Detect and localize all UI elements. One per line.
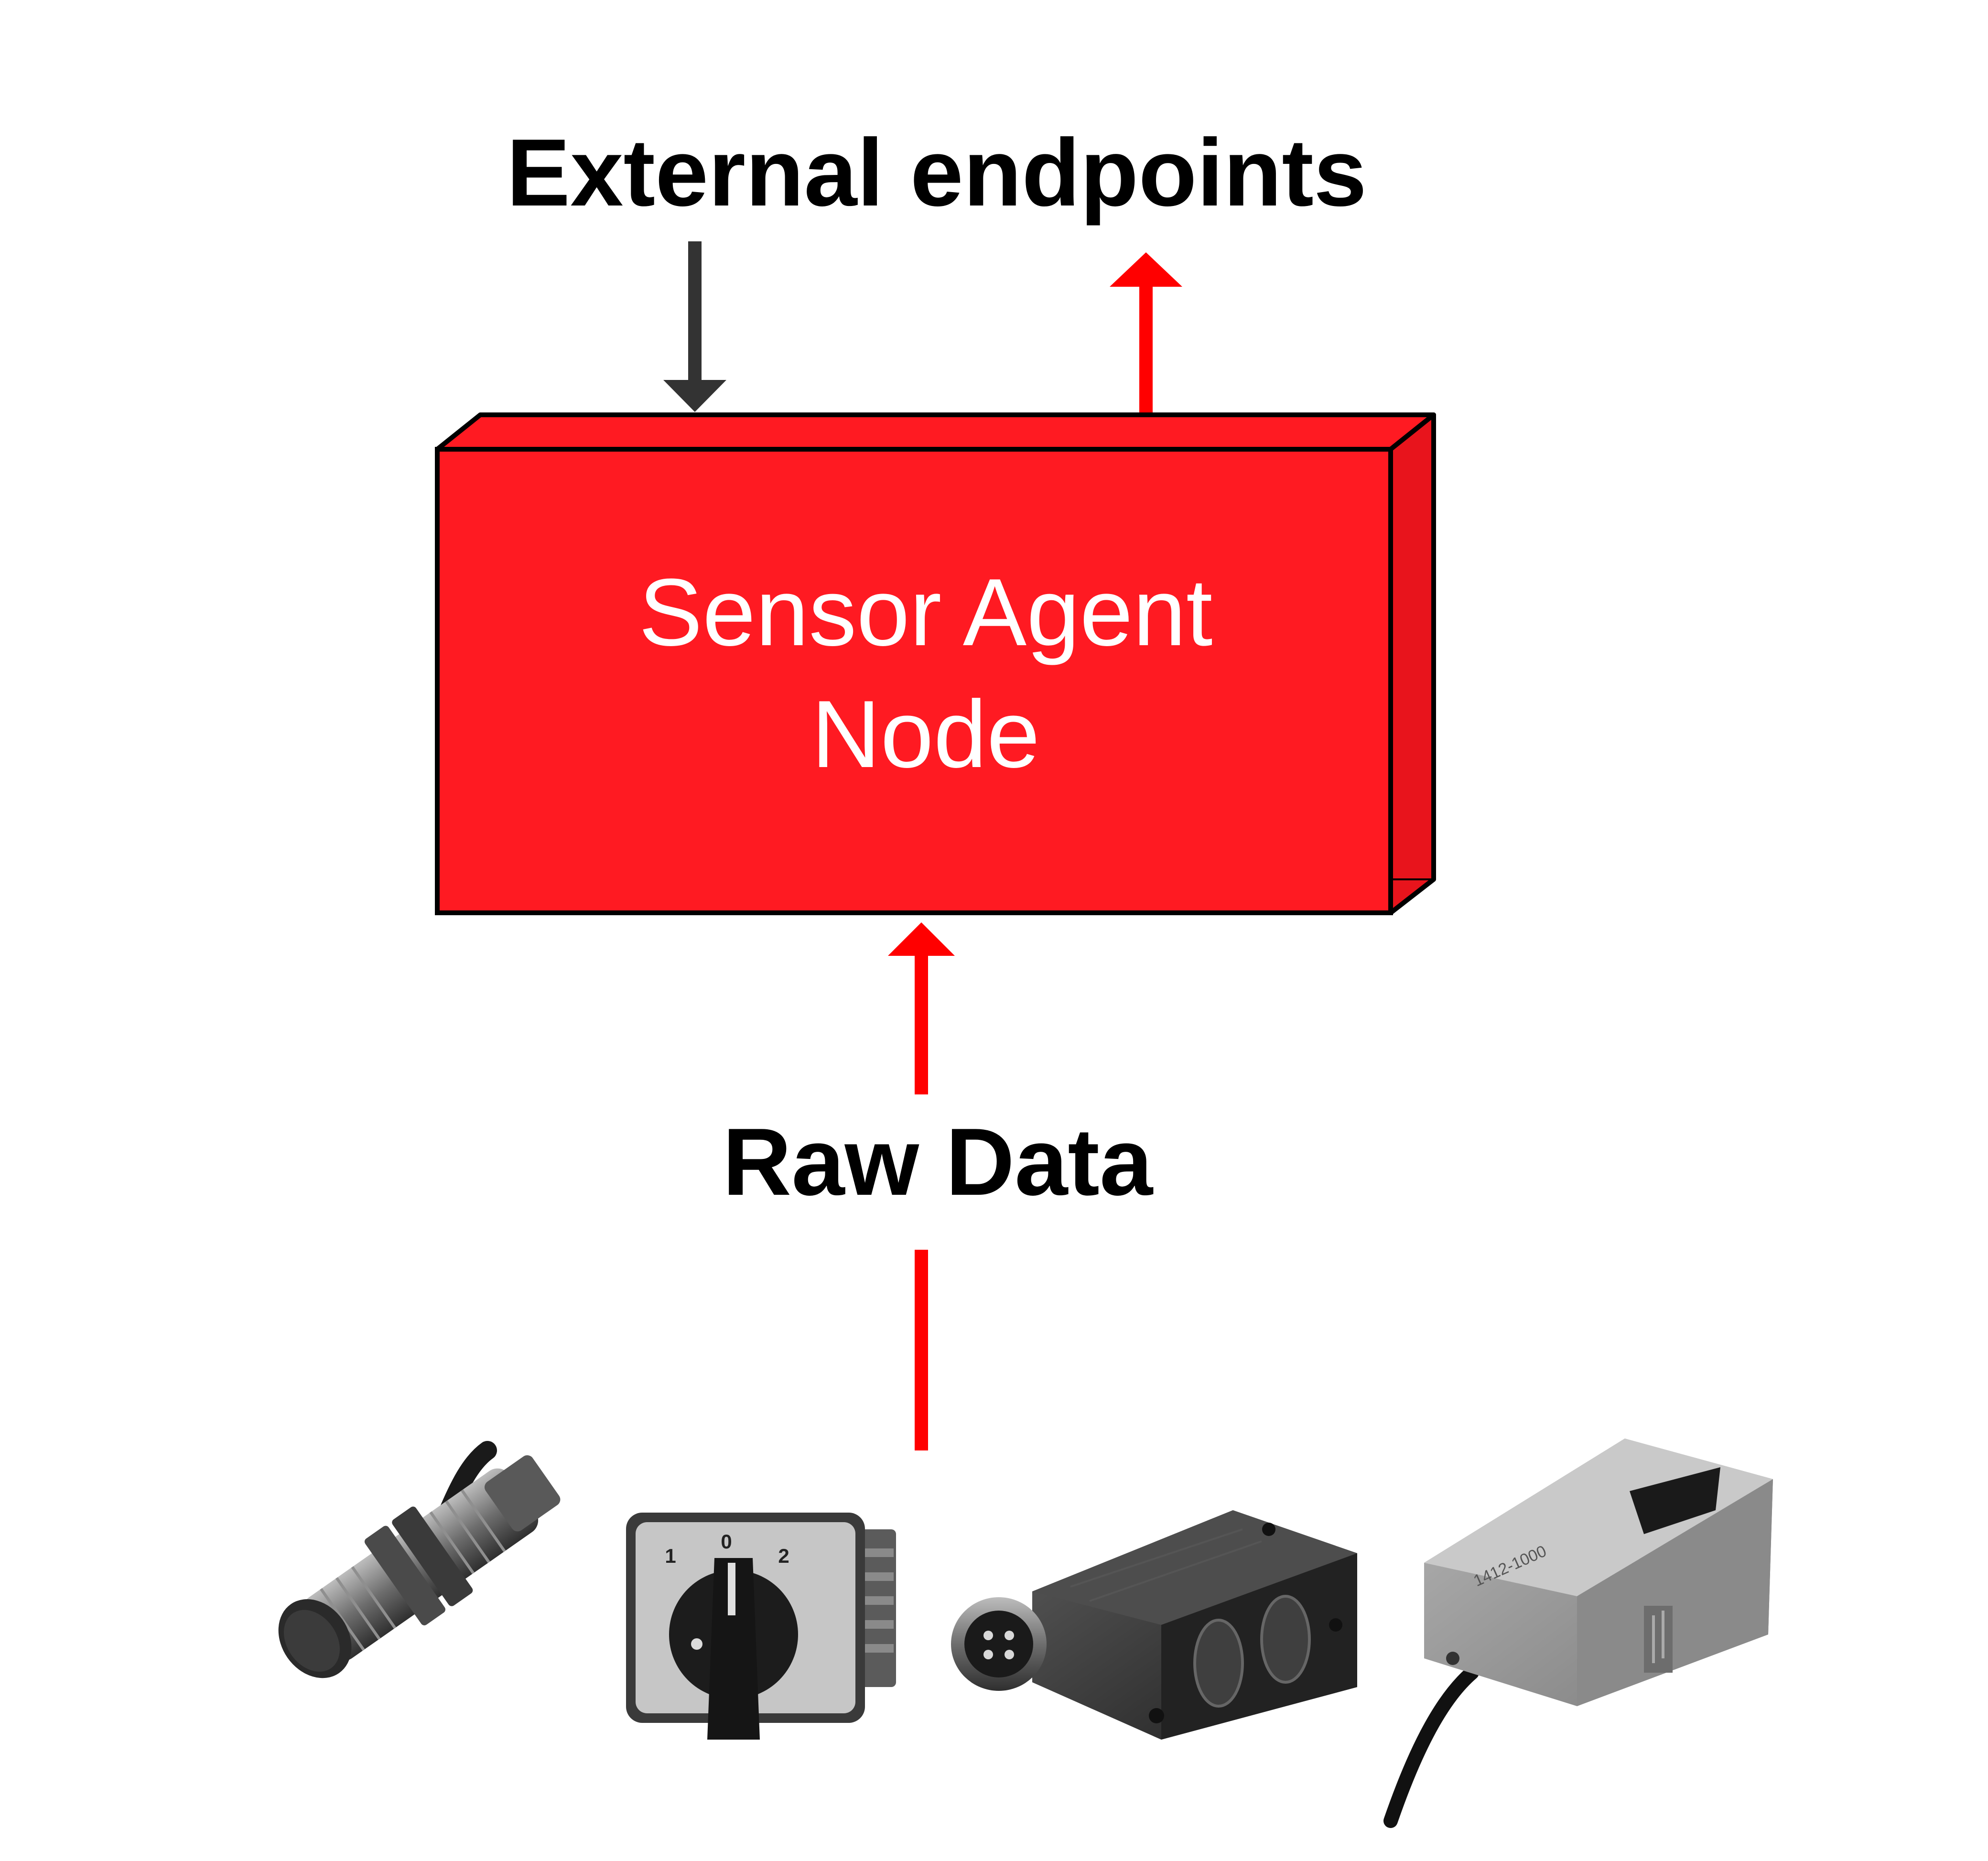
node-title-line-2: Node (811, 681, 1040, 788)
inductive-proximity-sensor-image (278, 1441, 561, 1678)
dial-label-2: 2 (778, 1545, 789, 1567)
raw-data-label: Raw Data (723, 1109, 1154, 1215)
node-title-line-1: Sensor Agent (639, 559, 1213, 666)
outbound-arrow (1110, 252, 1182, 416)
node-top-face (435, 412, 1436, 452)
node-front-face (435, 447, 1393, 915)
dial-label-1: 1 (665, 1545, 676, 1567)
current-transformer-sensor-image: 1412-1000 (1383, 1439, 1773, 1828)
sensor-agent-node: Sensor Agent Node (435, 412, 1436, 915)
inbound-arrow (663, 241, 726, 412)
rotary-switch-image: 1 0 2 (626, 1513, 896, 1740)
photoelectric-sensor-image (951, 1510, 1357, 1740)
external-endpoints-label: External endpoints (507, 119, 1367, 226)
raw-data-arrow (888, 922, 955, 1450)
dial-label-0: 0 (721, 1530, 732, 1553)
node-side-face (1388, 412, 1436, 915)
